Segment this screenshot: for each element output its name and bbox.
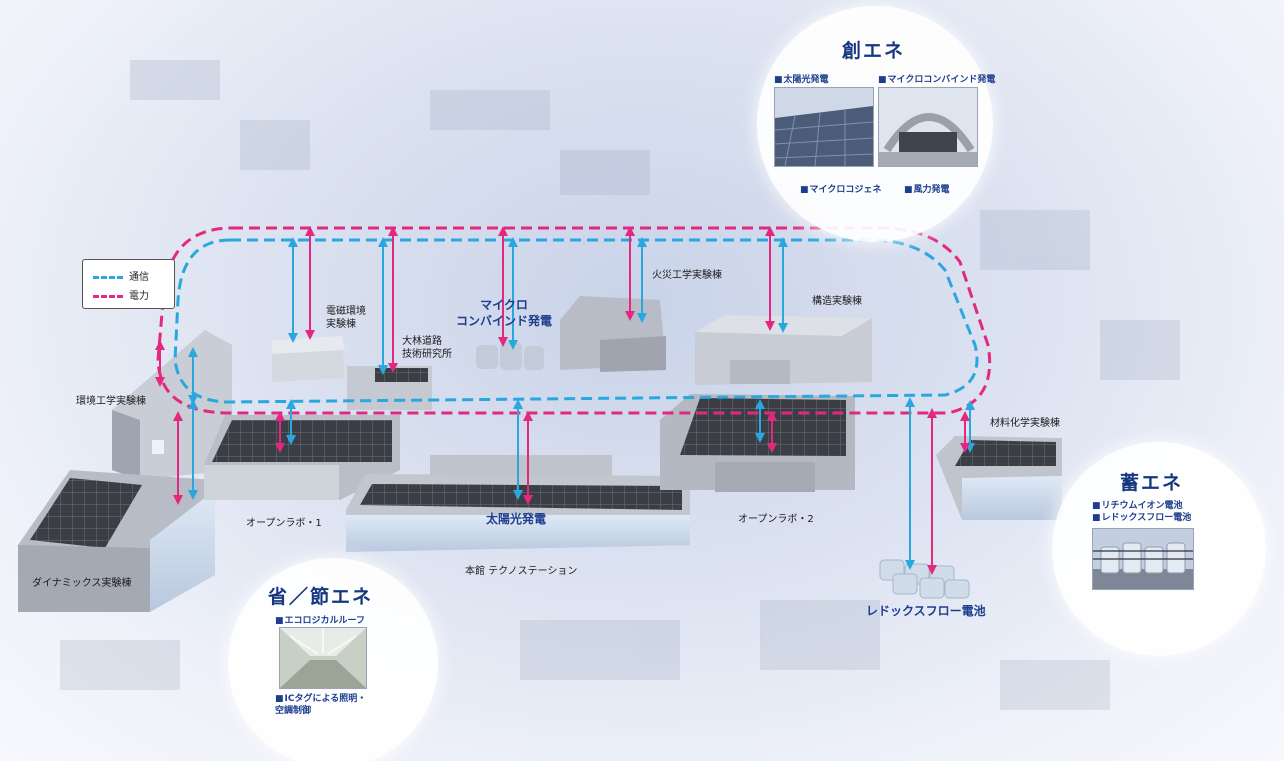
legend-power: 電力	[93, 287, 149, 302]
env-eng-building	[112, 330, 232, 480]
label-open-lab-2: オープンラボ・2	[738, 514, 814, 525]
ecological-roof-photo	[279, 627, 367, 689]
label-denji: 電磁環境 実験棟	[326, 306, 366, 330]
legend-comm-label: 通信	[129, 272, 149, 283]
comm-connectors	[188, 237, 975, 570]
label-open-lab-1: オープンラボ・1	[246, 518, 322, 529]
micro-combined-plant	[476, 342, 544, 370]
solar-panel-image	[775, 88, 873, 166]
material-building	[936, 436, 1062, 520]
battery-facility-photo	[1092, 528, 1194, 590]
store-item-lithium: リチウムイオン電池	[1092, 500, 1183, 512]
legend-box: 通信 電力	[82, 259, 175, 309]
micro-combined-image	[879, 88, 977, 166]
store-energy-title: 蓄エネ	[1120, 472, 1184, 494]
label-dynamics: ダイナミックス実験棟	[32, 578, 132, 589]
power-connectors	[155, 226, 970, 575]
solar-panel-photo	[774, 87, 874, 167]
structure-building	[695, 315, 872, 385]
legend-comm: 通信	[93, 268, 149, 283]
dynamics-building	[18, 470, 215, 612]
label-main-building: 本館 テクノステーション	[465, 566, 578, 577]
create-energy-title: 創エネ	[842, 40, 906, 62]
save-energy-title: 省／節エネ	[268, 586, 374, 608]
obayashi-building	[347, 366, 432, 410]
power-line-swatch	[93, 294, 123, 298]
create-item-micro-combined: マイクロコンバインド発電	[878, 74, 996, 86]
open-lab-1-building	[204, 415, 400, 500]
denji-building	[272, 336, 345, 382]
label-structure: 構造実験棟	[812, 296, 862, 307]
eco-roof-image	[280, 628, 366, 688]
label-env-eng: 環境工学実験棟	[76, 396, 146, 407]
fire-building	[560, 296, 666, 372]
comm-line-swatch	[93, 275, 123, 279]
battery-facility-image	[1093, 529, 1193, 589]
label-redox-battery: レドックスフロー電池	[866, 604, 986, 618]
label-solar: 太陽光発電	[486, 512, 547, 526]
label-fire: 火災工学実験棟	[652, 270, 722, 281]
legend-power-label: 電力	[129, 291, 149, 302]
comm-loop	[173, 238, 979, 404]
save-item-eco-roof: エコロジカルルーフ	[275, 615, 365, 627]
store-item-redox: レドックスフロー電池	[1092, 512, 1192, 524]
label-obayashi: 大林道路 技術研究所	[402, 336, 452, 360]
label-micro-combined: マイクロ コンバインド発電	[456, 298, 553, 328]
create-item-wind: 風力発電	[904, 184, 950, 196]
save-item-ic-tag: ICタグによる照明・ 空調制御	[275, 693, 366, 717]
open-lab-2-building	[660, 394, 855, 492]
redox-tanks	[879, 559, 970, 599]
label-material: 材料化学実験棟	[990, 418, 1060, 429]
create-item-micro-cogen: マイクロコジェネ	[800, 184, 882, 196]
create-item-solar: 太陽光発電	[774, 74, 829, 86]
micro-combined-plant-photo	[878, 87, 978, 167]
power-loop	[156, 226, 992, 415]
